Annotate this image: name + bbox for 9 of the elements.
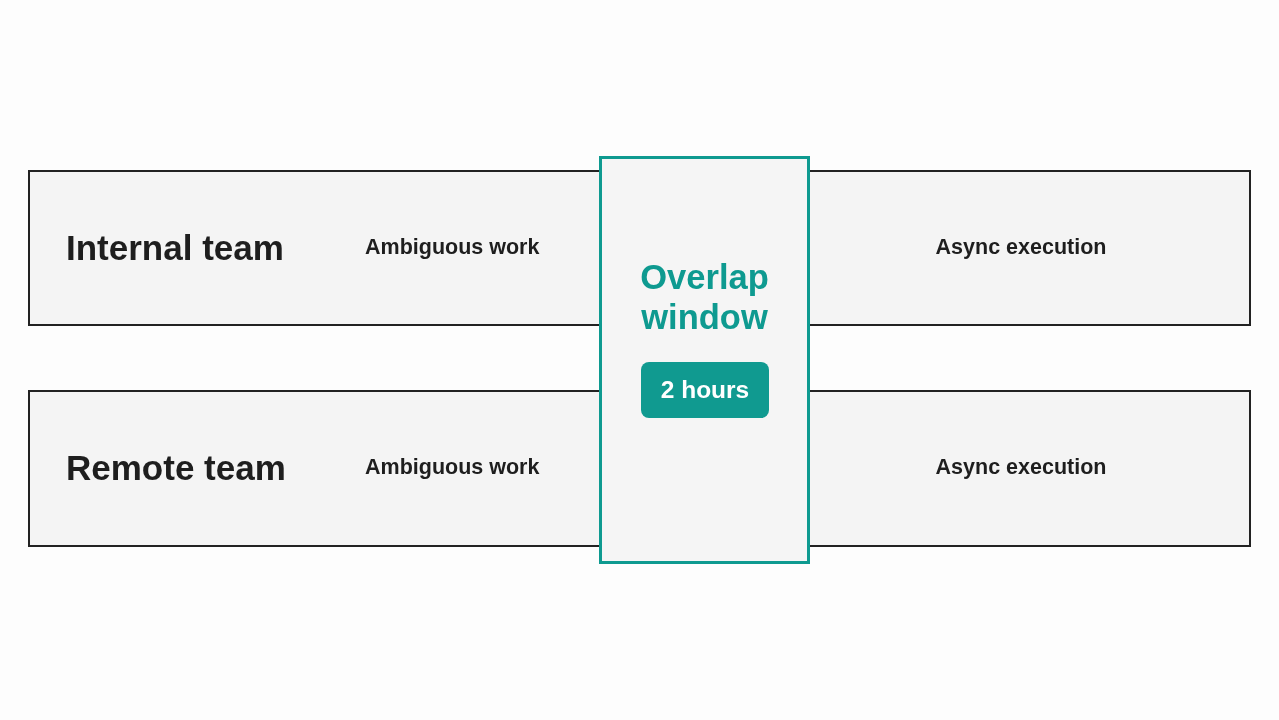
phase-label: Ambiguous work — [365, 455, 540, 481]
phase-label: Async execution — [935, 455, 1107, 481]
phase-label: Async execution — [935, 235, 1107, 261]
overlap-title: Overlap window — [639, 257, 770, 337]
phase-label: Ambiguous work — [365, 235, 540, 261]
lane-title: Internal team — [66, 227, 284, 269]
duration-badge: 2 hours — [641, 362, 769, 418]
overlap-window-box — [599, 156, 810, 564]
lane-title: Remote team — [66, 447, 286, 489]
